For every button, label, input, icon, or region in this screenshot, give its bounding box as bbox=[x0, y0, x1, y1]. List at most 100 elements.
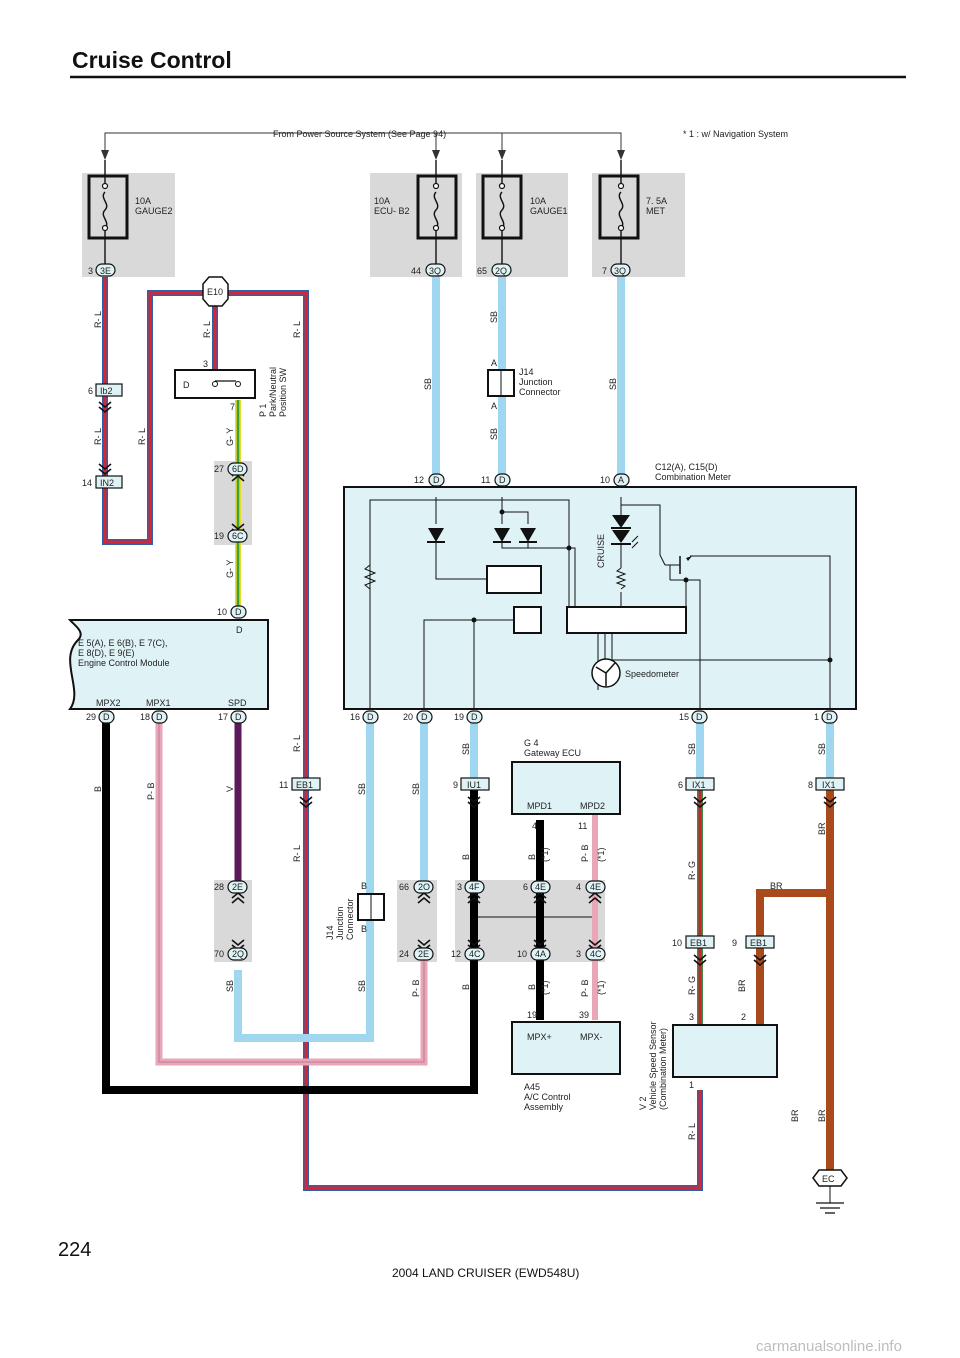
fuse-gauge2-name: GAUGE2 bbox=[135, 206, 173, 216]
c4f-num: 3 bbox=[457, 882, 462, 892]
wl-sb-7: SB bbox=[461, 743, 471, 755]
park-name1: Park/Neutral bbox=[268, 367, 278, 417]
park-switch: D 3 7 P 1 Park/Neutral Position SW bbox=[174, 359, 288, 417]
wl-rl-2: R- L bbox=[93, 428, 103, 445]
ground-ec: EC bbox=[812, 1169, 848, 1214]
vss-id: V 2 bbox=[638, 1096, 648, 1110]
c2q-id: 2Q bbox=[232, 949, 244, 959]
c2eb-num: 24 bbox=[399, 949, 409, 959]
wl-sb-11: SB bbox=[357, 980, 367, 992]
wl-pb-2: P- B bbox=[580, 844, 590, 862]
wl-b-2: B bbox=[461, 854, 471, 860]
wl-rg-2: R- G bbox=[687, 976, 697, 995]
wl-rg-1: R- G bbox=[687, 861, 697, 880]
ac-pin-19: 19 bbox=[527, 1010, 537, 1020]
c2e-num: 28 bbox=[214, 882, 224, 892]
engine-control-module: E 5(A), E 6(B), E 7(C), E 8(D), E 9(E) E… bbox=[67, 619, 269, 710]
ac-mpxm: MPX- bbox=[580, 1032, 603, 1042]
gateway-pin-4: 4 bbox=[532, 821, 537, 831]
ecm-pin-d: D bbox=[236, 625, 243, 635]
wl-sb-1: SB bbox=[423, 378, 433, 390]
e18-num: 18 bbox=[140, 712, 150, 722]
j14-bottom: B B J14 Junction Connector bbox=[325, 881, 385, 940]
c4a-id: 4A bbox=[535, 949, 546, 959]
ac-name1: A/C Control bbox=[524, 1092, 571, 1102]
wl-br-1: BR bbox=[817, 822, 827, 835]
fuse-ecub2-amp: 10A bbox=[374, 196, 390, 206]
wl-br-4: BR bbox=[790, 1109, 800, 1122]
c4f-id: 4F bbox=[469, 882, 480, 892]
ecm-spd: SPD bbox=[228, 698, 247, 708]
m19-id: D bbox=[471, 712, 478, 722]
wl-v-1: V bbox=[225, 786, 235, 792]
c2o-id: 2O bbox=[418, 882, 430, 892]
m1-id: D bbox=[826, 712, 833, 722]
ix1b-num: 8 bbox=[808, 780, 813, 790]
wl-pb-4: P- B bbox=[580, 979, 590, 997]
wl-b-4: B bbox=[461, 984, 471, 990]
fuse-blocks bbox=[82, 173, 685, 277]
c4c-num: 12 bbox=[451, 949, 461, 959]
fuse-gauge1-name: GAUGE1 bbox=[530, 206, 568, 216]
c4c2-num: 3 bbox=[576, 949, 581, 959]
wl-rl-8: R- L bbox=[687, 1123, 697, 1140]
wl-rl-1: R- L bbox=[93, 311, 103, 328]
c4e2-num: 4 bbox=[576, 882, 581, 892]
park-pin-3: 3 bbox=[203, 359, 208, 369]
page-number: 224 bbox=[58, 1239, 91, 1261]
j14-bottom-name1: Junction bbox=[335, 906, 345, 940]
ecm-top-id: D bbox=[235, 607, 242, 617]
vss-pin-2: 2 bbox=[741, 1012, 746, 1022]
wl-pb-3: P- B bbox=[411, 979, 421, 997]
m20-id: D bbox=[421, 712, 428, 722]
m12-id: D bbox=[433, 475, 440, 485]
j14-top-id: J14 bbox=[519, 367, 534, 377]
ix1a-num: 6 bbox=[678, 780, 683, 790]
eb1a-id: EB1 bbox=[296, 780, 313, 790]
c6c-num: 19 bbox=[214, 531, 224, 541]
fuse-terminals bbox=[101, 182, 625, 232]
wl-sb-6: SB bbox=[411, 783, 421, 795]
m11-id: D bbox=[499, 475, 506, 485]
c2q-num: 70 bbox=[214, 949, 224, 959]
c2e-id: 2E bbox=[232, 882, 243, 892]
ib2-id: Ib2 bbox=[100, 386, 113, 396]
pin-2q-id: 2Q bbox=[495, 266, 507, 276]
gateway-name: Gateway ECU bbox=[524, 748, 581, 758]
wl-sb-10: SB bbox=[225, 980, 235, 992]
j14-top-name2: Connector bbox=[519, 387, 561, 397]
gateway-mpd1: MPD1 bbox=[527, 801, 552, 811]
pin-3e-num: 3 bbox=[88, 266, 93, 276]
wl-sb-8: SB bbox=[687, 743, 697, 755]
j14-top-pin-a2: A bbox=[491, 401, 497, 411]
vss-name1: Vehicle Speed Sensor bbox=[648, 1021, 658, 1110]
j14-top-name1: Junction bbox=[519, 377, 553, 387]
gateway-id: G 4 bbox=[524, 738, 539, 748]
pin-2q-num: 65 bbox=[477, 266, 487, 276]
c4c2-id: 4C bbox=[590, 949, 602, 959]
ecm-line1: E 5(A), E 6(B), E 7(C), bbox=[78, 638, 168, 648]
c6c-id: 6C bbox=[232, 531, 244, 541]
park-name2: Position SW bbox=[278, 367, 288, 417]
c6d-id: 6D bbox=[232, 464, 244, 474]
c6d-num: 27 bbox=[214, 464, 224, 474]
c4c-id: 4C bbox=[469, 949, 481, 959]
m1-num: 1 bbox=[814, 712, 819, 722]
wl-sb-3: SB bbox=[489, 428, 499, 440]
wl-rl-5: R- L bbox=[292, 321, 302, 338]
wl-b-1: B bbox=[93, 786, 103, 792]
park-id: P 1 bbox=[258, 404, 268, 417]
j14-top: A A J14 Junction Connector bbox=[487, 358, 561, 411]
wl-gy-2: G- Y bbox=[225, 560, 235, 578]
m11-num: 11 bbox=[481, 475, 490, 485]
connector-rects bbox=[95, 383, 845, 949]
j14-top-pin-a1: A bbox=[491, 358, 497, 368]
m15-id: D bbox=[696, 712, 703, 722]
power-source-note: From Power Source System (See Page 94) bbox=[273, 129, 446, 139]
wl-br-3: BR bbox=[737, 979, 747, 992]
e29-num: 29 bbox=[86, 712, 96, 722]
m10-id: A bbox=[618, 475, 624, 485]
in2-id: IN2 bbox=[100, 478, 114, 488]
wl-rl-3: R- L bbox=[137, 428, 147, 445]
